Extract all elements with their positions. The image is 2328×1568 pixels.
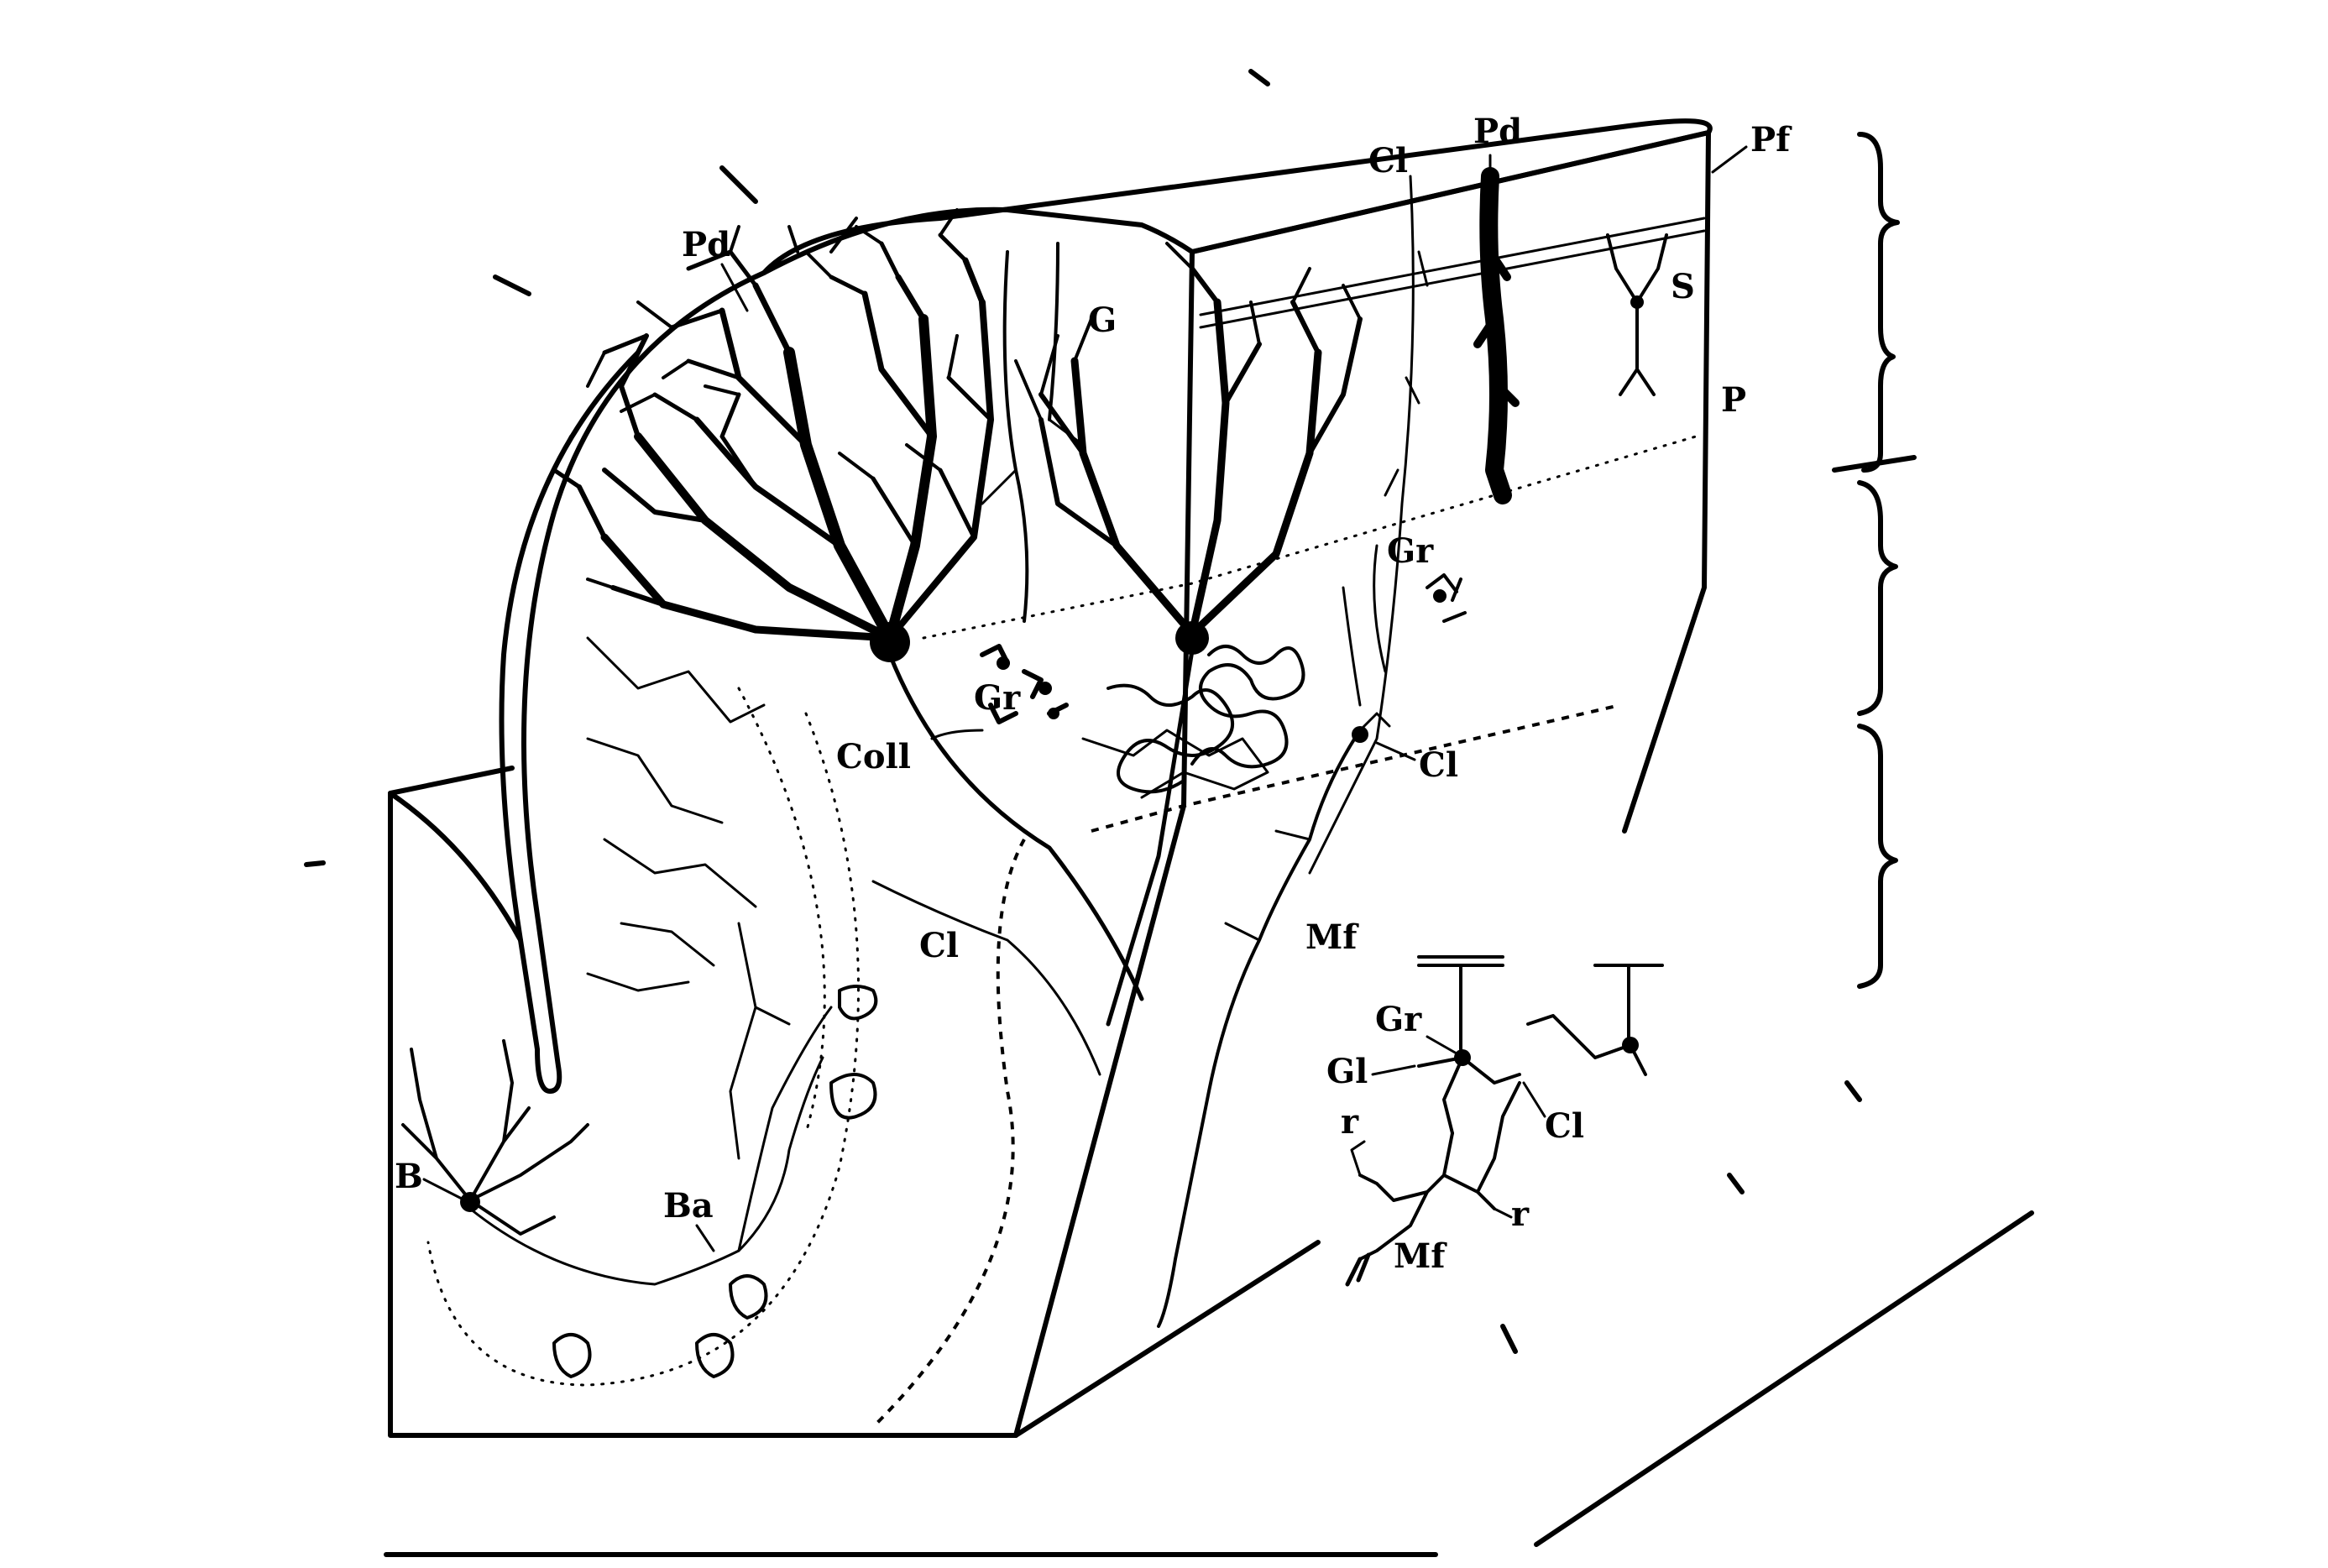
granular-layer-fibers <box>586 636 791 1160</box>
label-mf-main: Mf <box>1305 917 1359 957</box>
label-b: B <box>395 1157 423 1196</box>
label-pf: Pf <box>1750 120 1792 159</box>
label-cl-left: Cl <box>919 926 959 965</box>
label-coll: Coll <box>836 737 911 776</box>
label-gl-inset: Gl <box>1326 1052 1368 1091</box>
golgi-cell <box>981 242 1085 623</box>
purkinje-dendrite-right <box>1473 167 1520 504</box>
basket-terminals <box>552 985 878 1378</box>
label-cl-inset: Cl <box>1545 1106 1584 1146</box>
granular-layer-boundary <box>426 687 1026 1429</box>
mossy-fibre <box>1157 712 1391 1328</box>
granule-cells-right <box>1342 544 1467 707</box>
label-gr-inset: Gr <box>1375 1000 1422 1039</box>
label-mf-inset: Mf <box>1394 1236 1447 1276</box>
label-cl-top: Cl <box>1368 141 1408 180</box>
label-r-inset-left: r <box>1341 1102 1359 1142</box>
layer-braces <box>1832 132 1917 989</box>
label-pd-right: Pd <box>1473 112 1522 151</box>
label-s: S <box>1671 267 1695 306</box>
label-p: P <box>1721 380 1746 420</box>
stellate-cell <box>1606 233 1668 396</box>
label-cl-mid: Cl <box>1419 745 1458 785</box>
inset-granule-glomerulus <box>1345 955 1664 1287</box>
label-gr-right: Gr <box>1387 531 1434 571</box>
block-outline <box>388 118 1713 1438</box>
granule-cells-center <box>980 644 1069 724</box>
label-r-inset-right: r <box>1511 1194 1530 1234</box>
glomerular-tangle <box>1081 645 1305 799</box>
purkinje-cell-left <box>552 208 1144 1001</box>
molecular-layer-boundary <box>922 217 1706 833</box>
label-g: G <box>1088 301 1117 340</box>
labels: Pd Pd Cl Pf S P G Gr Gr Coll Cl Cl Mf B … <box>395 112 1792 1276</box>
label-gr-center: Gr <box>974 678 1021 718</box>
label-ba: Ba <box>663 1186 714 1226</box>
purkinje-cell-center <box>1014 242 1363 1027</box>
climbing-fibre-center <box>871 880 1101 1076</box>
background-hatch-marks <box>304 69 2034 1557</box>
climbing-fibre-right <box>1308 175 1429 875</box>
basket-cell <box>401 1006 833 1286</box>
label-pd-left: Pd <box>682 225 730 264</box>
